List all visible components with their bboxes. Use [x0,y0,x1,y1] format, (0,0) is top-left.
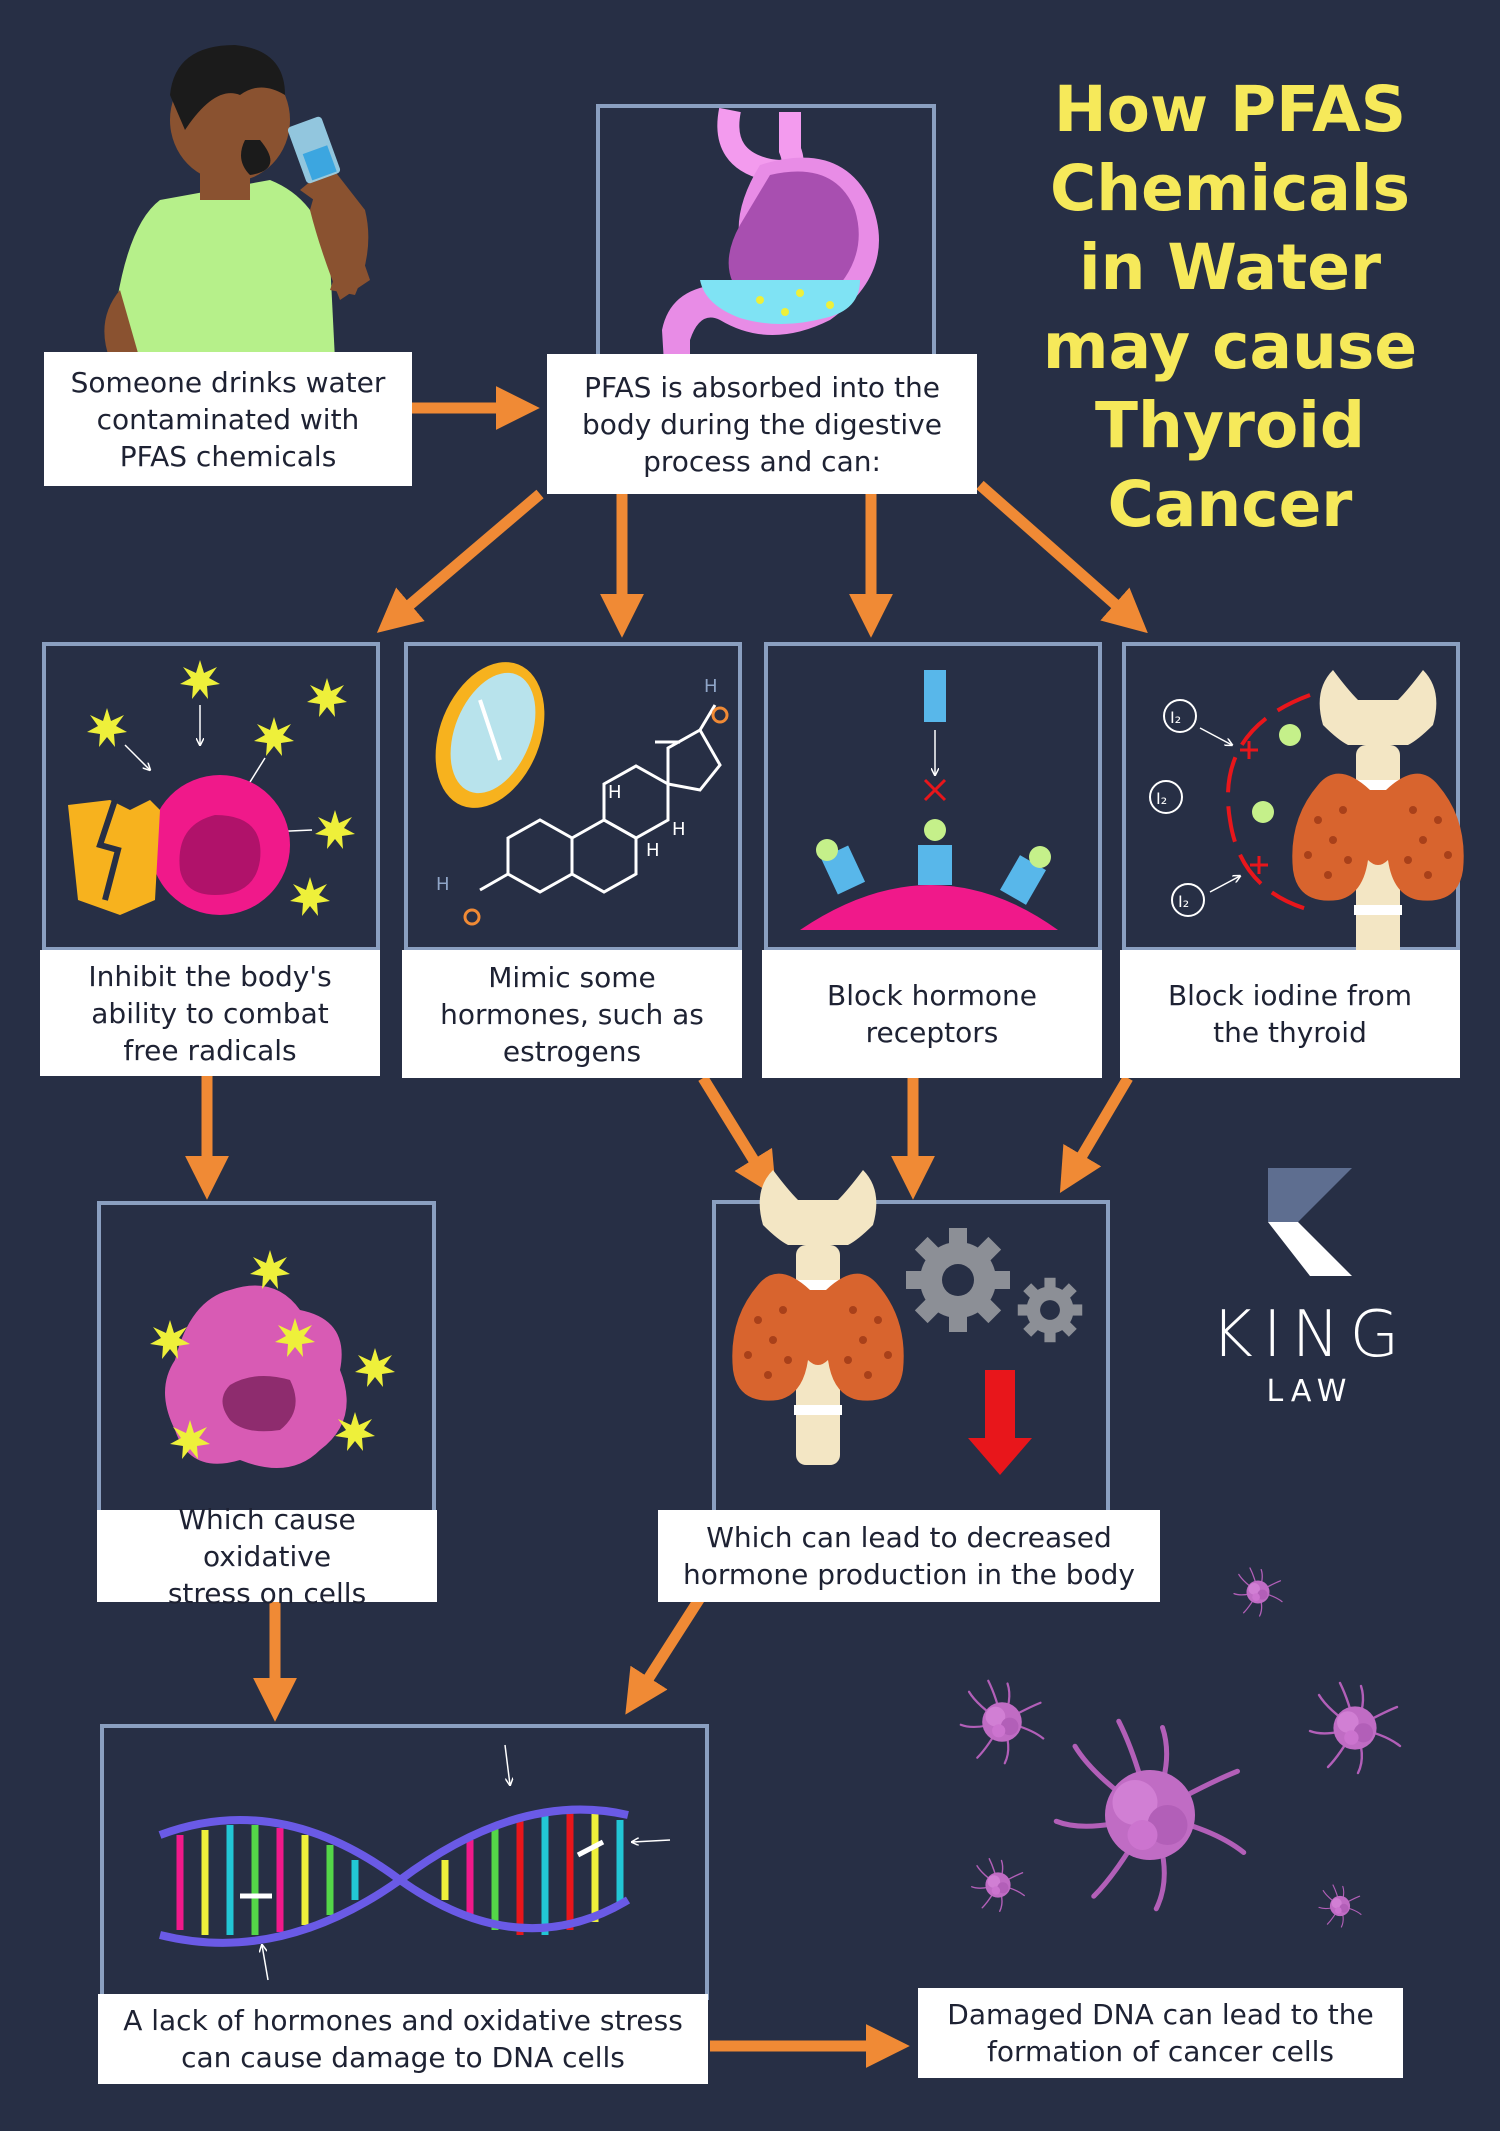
svg-text:I₂: I₂ [1170,708,1181,727]
svg-text:H: H [646,840,660,861]
person-drinking-icon [104,45,370,360]
free-radical-cell-icon [68,660,355,916]
arrow-absorb-to-radicals [376,489,544,633]
mirror-icon [435,662,545,808]
step-iodine-label: Block iodine from the thyroid [1120,950,1460,1078]
king-law-logo-icon [1268,1168,1352,1276]
svg-text:H: H [672,819,686,840]
svg-text:H: H [704,676,718,697]
step-radicals-label: Inhibit the body's ability to combat fre… [40,950,380,1076]
flow-arrows [185,386,1148,2068]
iodine-thyroid-icon: I₂ I₂ I₂ [1149,670,1464,965]
svg-text:I₂: I₂ [1178,892,1189,911]
hormone-receptor-icon [800,670,1058,930]
arrow-iodine-to-decreased [1059,1075,1133,1194]
step-dna-damage-label: A lack of hormones and oxidative stress … [98,1994,708,2084]
arrow-mimic-to-decreased [698,1075,777,1197]
step-mimic-label: Mimic some hormones, such as estrogens [402,950,742,1078]
radicals-frame [42,642,380,951]
step-receptors-label: Block hormone receptors [762,950,1102,1078]
estrogen-molecule-icon [479,704,722,894]
step-cancer-label: Damaged DNA can lead to the formation of… [918,1988,1403,2078]
svg-text:H: H [436,874,450,895]
brand-sub: LAW [1266,1374,1354,1409]
stomach-icon [662,107,879,380]
step-absorb-label: PFAS is absorbed into the body during th… [547,354,977,494]
brand-name: KING [1210,1298,1410,1372]
step-oxidative-label: Which cause oxidative stress on cells [97,1503,437,1610]
page-title: How PFAS Chemicals in Water may cause Th… [1042,73,1418,541]
dna-helix-icon [158,1744,671,1981]
svg-text:I₂: I₂ [1156,789,1167,808]
arrow-absorb-to-iodine [976,480,1148,634]
damaged-cell-icon [150,1250,395,1468]
estrogen-molecule-labels: H H H H H [436,676,729,926]
thyroid-gears-icon [732,1170,1083,1475]
receptors-frame [764,642,1102,951]
arrow-decreased-to-dna [625,1595,705,1715]
cancer-cells-icon [959,1567,1402,1928]
iodine-frame [1122,642,1460,951]
step-decreased-label: Which can lead to decreased hormone prod… [658,1510,1160,1602]
dna-frame [100,1724,709,2000]
svg-text:H: H [608,782,622,803]
mimic-frame [404,642,742,951]
step-drink-label: Someone drinks water contaminated with P… [44,352,412,486]
